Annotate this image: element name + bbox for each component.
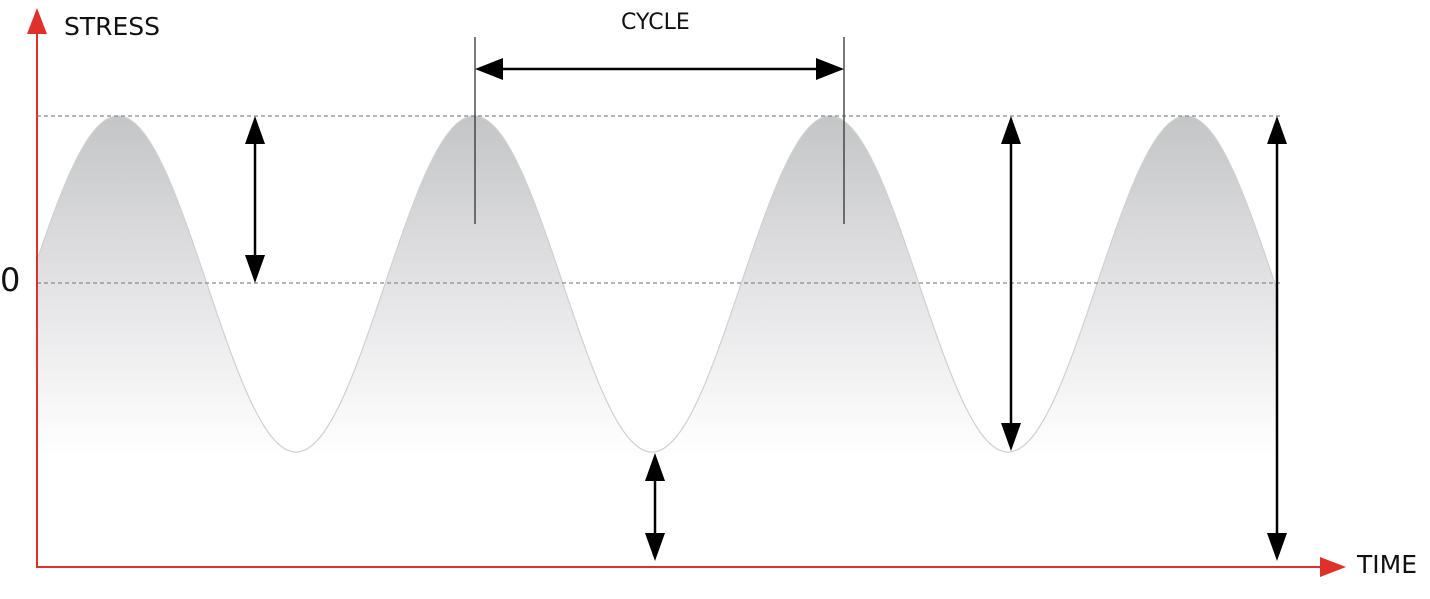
stress-amplitude-arrow <box>245 116 265 283</box>
minimum-stress-arrow <box>645 453 665 561</box>
y-axis <box>27 8 47 568</box>
stress-wave-curve <box>36 115 1278 453</box>
x-axis <box>36 557 1346 577</box>
y-axis-arrow-icon <box>27 8 47 34</box>
zero-stress-label: 0 <box>0 261 21 299</box>
maximum-stress-arrow <box>1267 116 1287 561</box>
y-axis-label: STRESS <box>64 12 161 41</box>
x-axis-label: TIME <box>1357 550 1418 579</box>
cycle-arrow <box>475 58 844 80</box>
cycle-label: CYCLE <box>621 10 690 35</box>
stress-range-arrow <box>1001 116 1021 451</box>
x-axis-arrow-icon <box>1320 557 1346 577</box>
stress-wave-fill <box>37 116 1277 455</box>
